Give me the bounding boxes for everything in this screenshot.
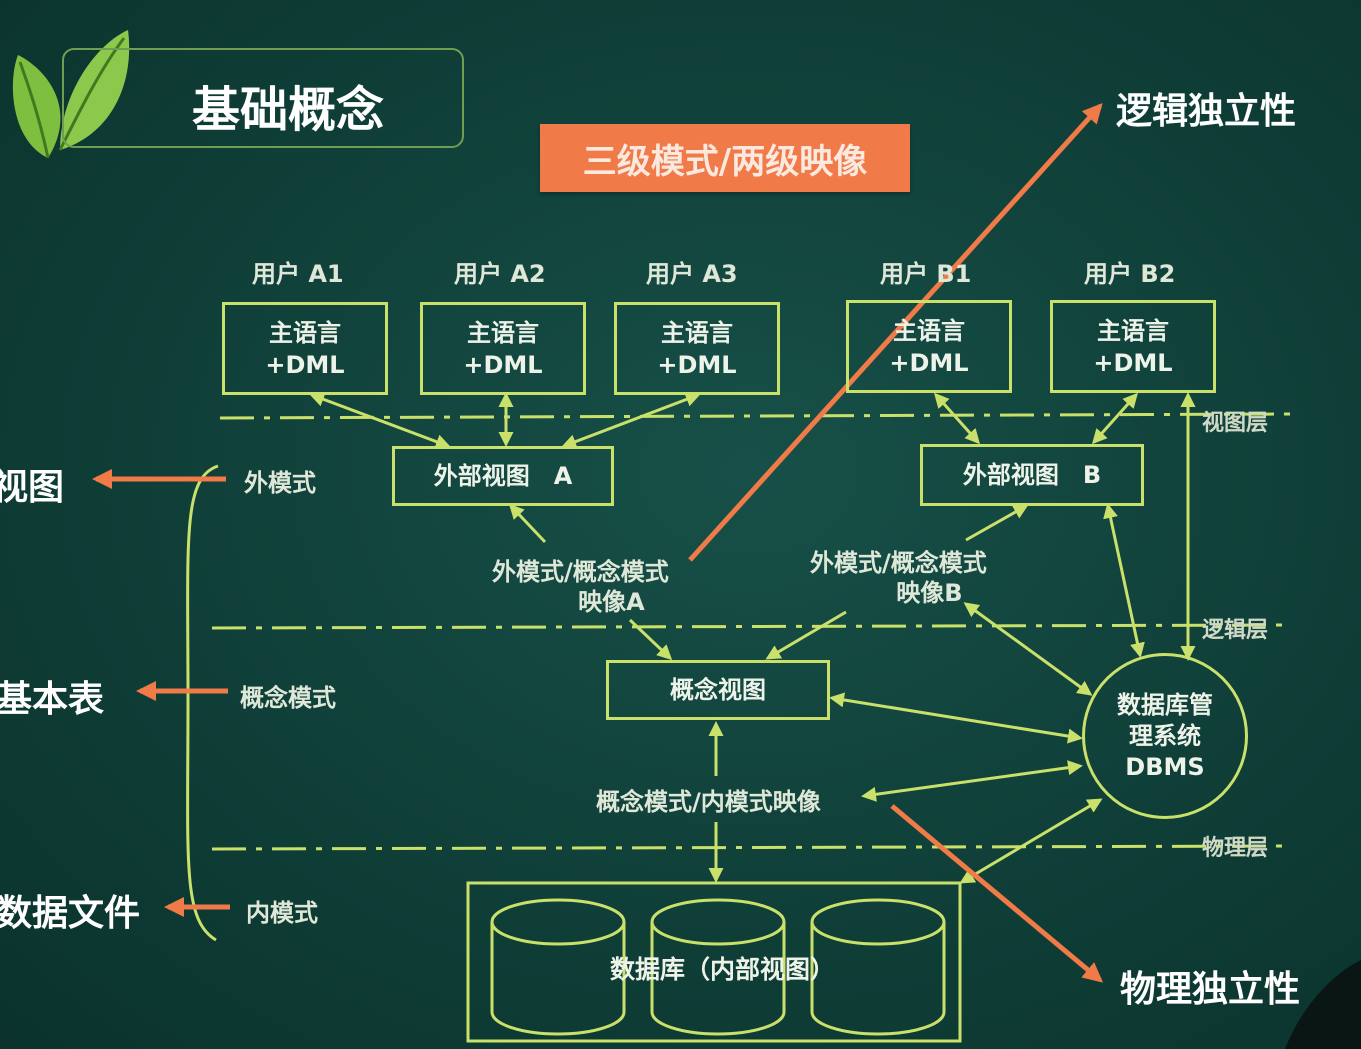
dbms-line2: 理系统: [1129, 721, 1201, 750]
dml-text: +DML: [463, 350, 543, 379]
dml-text: +DML: [1093, 348, 1173, 377]
user-a1-label: 用户 A1: [252, 260, 344, 288]
mapping-b-label: 外模式/概念模式 映像B: [810, 548, 987, 608]
host-language-text: 主语言: [893, 316, 965, 345]
host-language-text: 主语言: [467, 318, 539, 347]
physical-independence-label: 物理独立性: [1120, 969, 1301, 1010]
external-view-a: 外部视图 A: [392, 446, 614, 506]
external-schema-label: 外模式: [244, 469, 316, 497]
banner: 三级模式/两级映像: [540, 124, 910, 192]
dbms-line3: DBMS: [1125, 752, 1205, 781]
internal-mapping-label: 概念模式/内模式映像: [596, 788, 821, 816]
mapping-a-label: 外模式/概念模式 映像A: [492, 557, 669, 617]
logical-layer-line: [211, 623, 1291, 630]
user-a2-label: 用户 A2: [454, 260, 546, 288]
database-cylinders: [490, 898, 946, 1036]
side-term-data-file: 数据文件: [0, 893, 141, 934]
view-layer-label: 视图层: [1202, 411, 1269, 436]
host-language-box-b1: 主语言 +DML: [846, 300, 1012, 393]
mapping-a-line2: 映像A: [578, 588, 645, 616]
side-term-base-table: 基本表: [0, 679, 105, 720]
host-language-box-a2: 主语言 +DML: [420, 302, 586, 395]
dml-text: +DML: [657, 350, 737, 379]
physical-layer-label: 物理层: [1202, 836, 1269, 861]
user-a3-label: 用户 A3: [646, 260, 738, 288]
logical-layer-label: 逻辑层: [1202, 618, 1269, 643]
internal-schema-label: 内模式: [246, 899, 318, 927]
mapping-a-line1: 外模式/概念模式: [492, 558, 669, 586]
view-layer-line: [219, 412, 1291, 420]
mapping-b-line1: 外模式/概念模式: [810, 549, 987, 577]
host-language-box-a1: 主语言 +DML: [222, 302, 388, 395]
mapping-b-line2: 映像B: [896, 579, 963, 607]
host-language-text: 主语言: [1097, 316, 1169, 345]
page-title: 基础概念: [192, 82, 385, 138]
database-label: 数据库（内部视图）: [610, 955, 836, 984]
host-language-text: 主语言: [269, 318, 341, 347]
conceptual-view: 概念视图: [606, 660, 830, 720]
database-box: [466, 881, 962, 1043]
dbms-line1: 数据库管: [1117, 690, 1213, 719]
side-term-view: 视图: [0, 467, 65, 508]
dml-text: +DML: [889, 348, 969, 377]
host-language-box-a3: 主语言 +DML: [614, 302, 780, 395]
physical-layer-line: [211, 844, 1291, 851]
user-b1-label: 用户 B1: [880, 260, 972, 288]
dbms-circle: 数据库管 理系统 DBMS: [1082, 653, 1248, 819]
host-language-text: 主语言: [661, 318, 733, 347]
dml-text: +DML: [265, 350, 345, 379]
logical-independence-label: 逻辑独立性: [1116, 91, 1297, 132]
conceptual-schema-label: 概念模式: [240, 684, 336, 712]
schema-bracket: [186, 464, 219, 942]
user-b2-label: 用户 B2: [1084, 260, 1176, 288]
title-frame: [62, 48, 464, 148]
host-language-box-b2: 主语言 +DML: [1050, 300, 1216, 393]
external-view-b: 外部视图 B: [920, 444, 1144, 506]
